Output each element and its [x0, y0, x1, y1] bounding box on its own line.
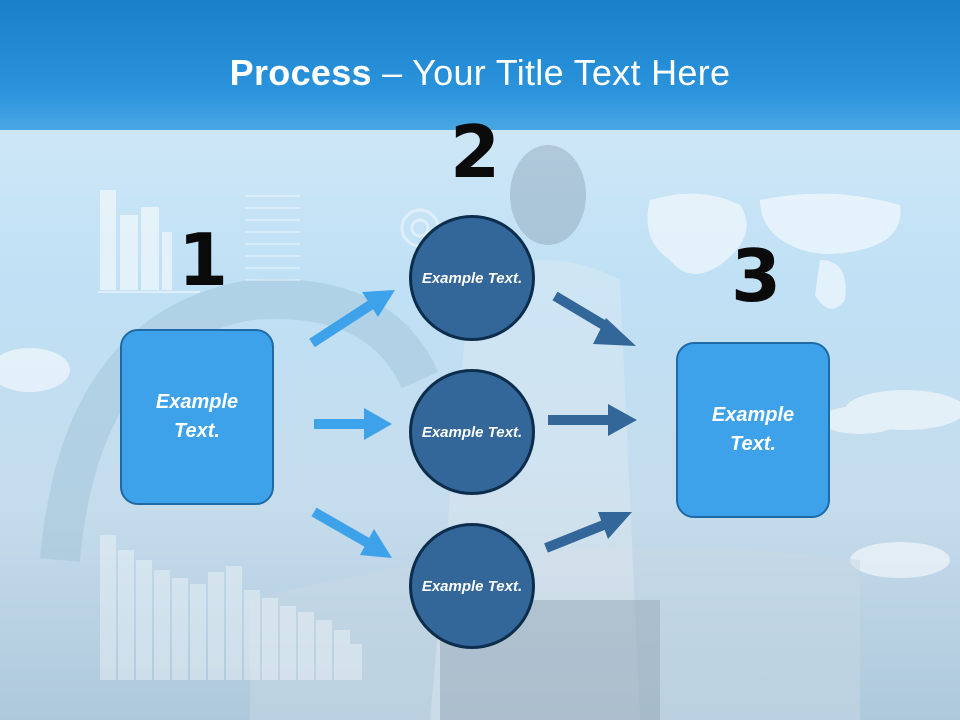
step-2-circle-top-text: Example Text. — [421, 269, 523, 287]
step-3-text: Example Text. — [711, 404, 795, 455]
step-number-2: 2 — [450, 110, 501, 194]
step-2-circle-middle-text: Example Text. — [421, 423, 523, 441]
step-1-box: Example Text. — [120, 329, 274, 505]
arrow-circle-bottom-to-box3 — [544, 512, 632, 553]
arrow-box1-to-circle-bottom — [311, 507, 392, 558]
arrow-box1-to-circle-middle — [314, 408, 392, 440]
slide-title: Process – Your Title Text Here — [0, 52, 960, 94]
arrow-circle-top-to-box3 — [552, 291, 636, 346]
step-3-box: Example Text. — [676, 342, 830, 518]
arrow-circle-middle-to-box3 — [548, 404, 637, 436]
step-2-circle-bottom: Example Text. — [409, 523, 535, 649]
arrow-box1-to-circle-top — [309, 290, 395, 348]
step-2-circle-bottom-text: Example Text. — [421, 577, 523, 595]
step-2-circle-top: Example Text. — [409, 215, 535, 341]
title-bold: Process — [229, 52, 372, 93]
title-rest: – Your Title Text Here — [371, 52, 731, 93]
step-1-text: Example Text. — [155, 391, 239, 442]
title-band — [0, 0, 960, 130]
step-2-circle-middle: Example Text. — [409, 369, 535, 495]
step-number-1: 1 — [178, 218, 229, 302]
step-number-3: 3 — [731, 234, 782, 318]
